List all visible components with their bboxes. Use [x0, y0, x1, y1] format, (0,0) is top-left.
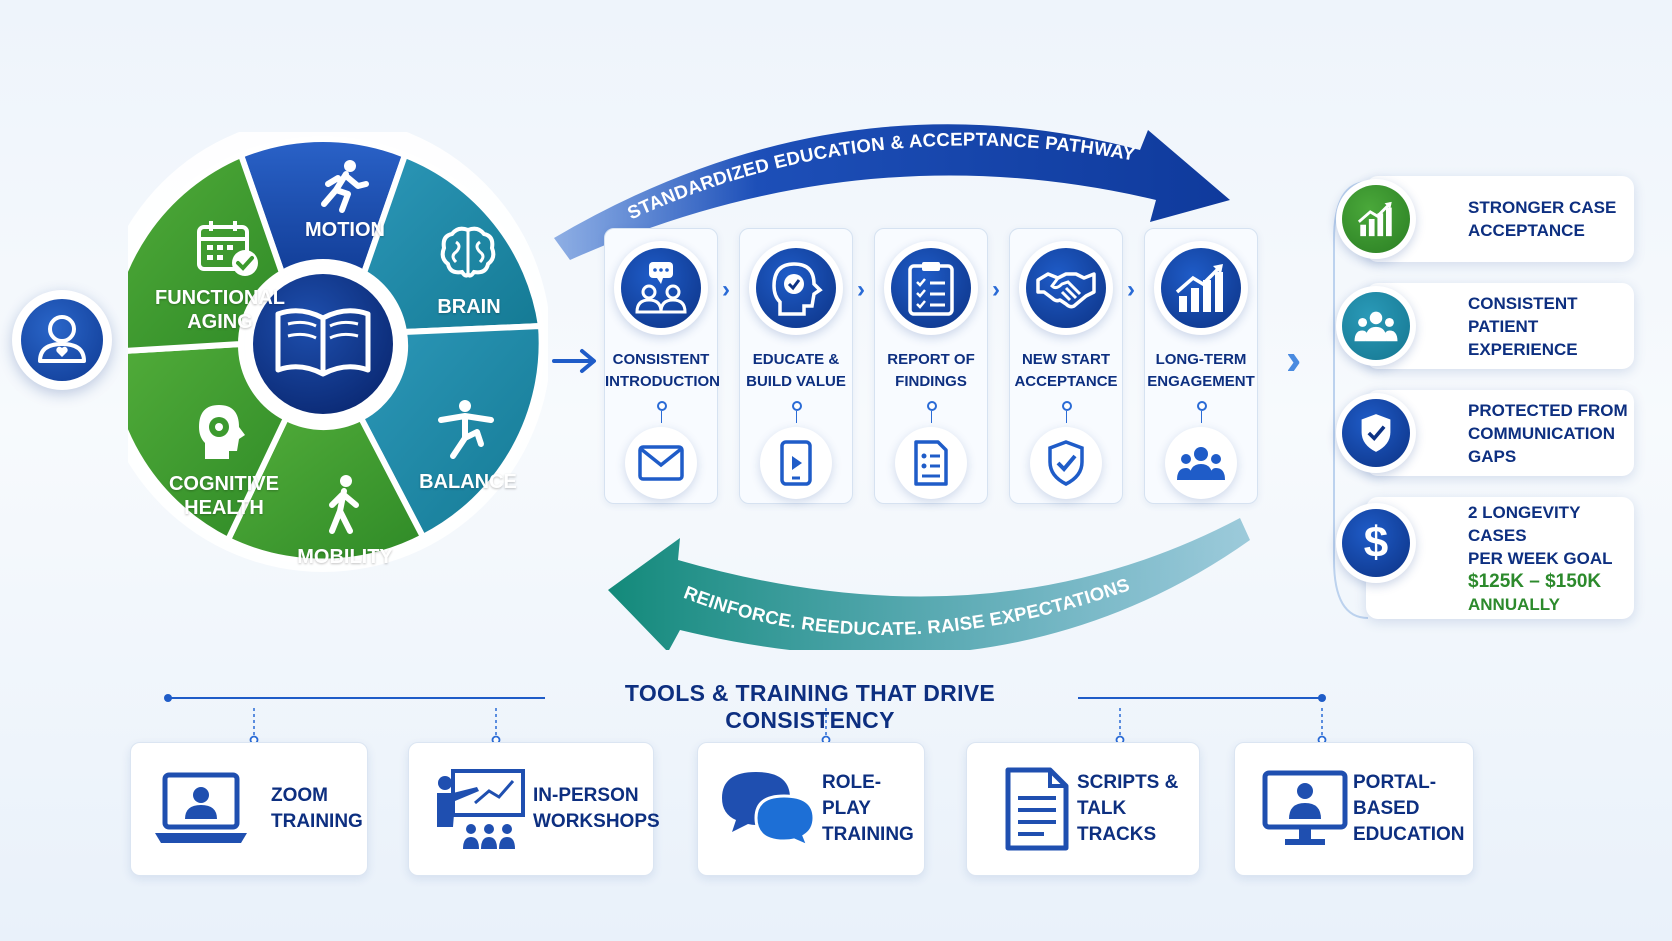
patient-node	[12, 290, 112, 390]
head-check-icon	[772, 262, 823, 316]
tool-card-scripts: SCRIPTS &TALK TRACKS	[966, 742, 1200, 876]
pathway-step-educate: EDUCATE &BUILD VALUE	[739, 228, 853, 504]
tools-connector-line	[164, 694, 1327, 745]
speech-bubbles-icon	[722, 772, 816, 848]
report-document-icon	[914, 440, 948, 486]
top-pathway-arrow	[554, 124, 1230, 261]
running-person-icon	[321, 160, 369, 213]
group-icon	[1177, 447, 1225, 480]
step-arrow-icon: ›	[1127, 276, 1135, 303]
group-icon	[1354, 311, 1398, 342]
tools-title: TOOLS & TRAINING THAT DRIVE CONSISTENCY	[624, 680, 996, 733]
shield-check-icon	[1361, 414, 1391, 452]
people-chat-icon	[635, 262, 687, 314]
wheel-segment-functional	[128, 150, 286, 354]
wheel-label-motion: MOTION	[305, 219, 385, 241]
wheel-segment-balance	[356, 322, 545, 542]
head-gear-icon	[199, 405, 245, 459]
wheel-label-balance: BALANCE	[419, 471, 517, 493]
wheel-segment-mobility	[224, 413, 428, 565]
dollar-icon: $	[1363, 518, 1389, 567]
calendar-check-icon	[197, 221, 258, 276]
presenter-icon	[437, 769, 525, 849]
bottom-reinforce-arrow	[608, 518, 1250, 650]
shield-check-icon	[1048, 440, 1084, 486]
document-icon	[1005, 767, 1069, 851]
smartphone-play-icon	[780, 440, 812, 486]
step-arrow-icon: ›	[857, 276, 865, 303]
growth-chart-icon	[1357, 201, 1392, 237]
step-label: EDUCATE &BUILD VALUE	[746, 351, 846, 390]
wheel-segment-brain	[360, 151, 545, 336]
clipboard-list-icon	[908, 262, 954, 316]
wheel-label-brain: BRAIN	[437, 296, 501, 318]
wheel-label-mobility: MOBILITY	[297, 546, 393, 568]
monitor-person-icon	[1262, 770, 1348, 845]
step-arrow-icon: ›	[992, 276, 1000, 303]
wheel-to-pathway-arrow	[552, 349, 596, 373]
outcomes-arrow-icon: ››	[1286, 335, 1306, 384]
handshake-icon	[1036, 272, 1096, 309]
balance-pose-icon	[438, 400, 494, 459]
step-arrow-icon: ›	[722, 276, 730, 303]
walking-person-icon	[329, 475, 359, 534]
patient-heart-icon	[38, 315, 86, 363]
open-book-icon	[275, 308, 371, 377]
envelope-icon	[638, 445, 684, 481]
laptop-video-icon	[155, 772, 247, 843]
growth-chart-icon	[1175, 264, 1223, 312]
brain-icon	[440, 226, 496, 278]
